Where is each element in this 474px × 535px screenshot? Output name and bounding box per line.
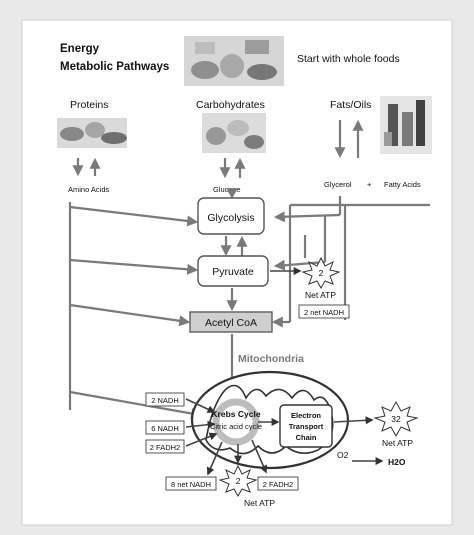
etc-atp-starburst: 32 <box>373 400 419 438</box>
etc-box <box>279 404 333 448</box>
fadh2-box <box>145 439 185 454</box>
krebs-atp-starburst: 2 <box>218 464 258 498</box>
pyruvate-nadh-label: 2 net NADH <box>304 308 344 317</box>
glycerol-label: Glycerol <box>324 180 352 189</box>
title-line1: Energy <box>60 43 100 55</box>
etc-label-line1: Electron <box>291 411 321 420</box>
carbohydrate-foods-image <box>202 113 266 153</box>
start-note: Start with whole foods <box>297 53 400 65</box>
amino-acids-label: Amino Acids <box>68 185 110 194</box>
plus-sign: + <box>367 180 372 189</box>
acetyl-coa-box <box>189 311 273 333</box>
krebs-output-arrows <box>206 439 268 476</box>
fatty-acid-paths <box>271 203 430 328</box>
etc-to-atp-arrow <box>333 416 374 425</box>
krebs-fadh2-out-label: 2 FADH2 <box>263 480 293 489</box>
whole-foods-image <box>184 36 284 86</box>
pyruvate-atp-label: Net ATP <box>305 290 336 300</box>
glucose-label: Glucose <box>213 185 241 194</box>
krebs-net-nadh-box <box>165 476 217 491</box>
proteins-label: Proteins <box>70 99 109 111</box>
krebs-cycle-ring <box>212 398 260 446</box>
krebs-input-arrows <box>185 398 218 447</box>
glycerol-paths <box>273 196 342 271</box>
krebs-net-nadh-label: 8 net NADH <box>171 480 211 489</box>
mitochondria-label: Mitochondria <box>238 353 304 365</box>
glycolysis-label: Glycolysis <box>207 212 254 224</box>
pyruvate-nadh-box <box>298 304 350 319</box>
nadh-input-box <box>145 392 185 407</box>
krebs-cycle-label: Krebs Cycle <box>211 409 260 419</box>
etc-label-line2: Transport <box>289 422 324 431</box>
fatty-acids-label: Fatty Acids <box>384 180 421 189</box>
nadh-input-label: 2 NADH <box>151 396 179 405</box>
krebs-fadh2-out-box <box>257 476 299 491</box>
krebs-atp-label: Net ATP <box>244 498 275 508</box>
pyruvate-label: Pyruvate <box>212 266 254 278</box>
fats-exchange-arrows <box>334 119 364 159</box>
pyruvate-atp-number: 2 <box>319 268 324 278</box>
protein-foods-image <box>57 118 127 148</box>
oxygen-label: O2 <box>337 450 349 460</box>
citric-acid-cycle-label: Citric acid cycle <box>210 422 262 431</box>
glycolysis-box <box>197 197 265 235</box>
krebs-atp-number: 2 <box>236 476 241 486</box>
etc-label-line3: Chain <box>296 433 317 442</box>
title-line2: Metabolic Pathways <box>60 61 169 73</box>
glycolysis-pyruvate-arrows <box>220 235 248 257</box>
nadh-6-label: 6 NADH <box>151 424 179 433</box>
fats-oils-image <box>380 96 432 154</box>
carbohydrates-label: Carbohydrates <box>196 99 265 111</box>
etc-atp-label: Net ATP <box>382 438 413 448</box>
pyruvate-box <box>197 255 269 287</box>
etc-atp-number: 32 <box>391 414 401 424</box>
pyruvate-atp-starburst: 2 <box>301 256 341 290</box>
water-label: H2O <box>388 457 406 467</box>
fadh2-label: 2 FADH2 <box>150 443 180 452</box>
carbohydrates-exchange-arrows <box>219 157 246 179</box>
nadh-6-box <box>145 420 185 435</box>
amino-acid-paths <box>68 202 203 419</box>
proteins-exchange-arrows <box>72 157 101 177</box>
acetyl-coa-label: Acetyl CoA <box>205 317 257 329</box>
fats-oils-label: Fats/Oils <box>330 99 371 111</box>
